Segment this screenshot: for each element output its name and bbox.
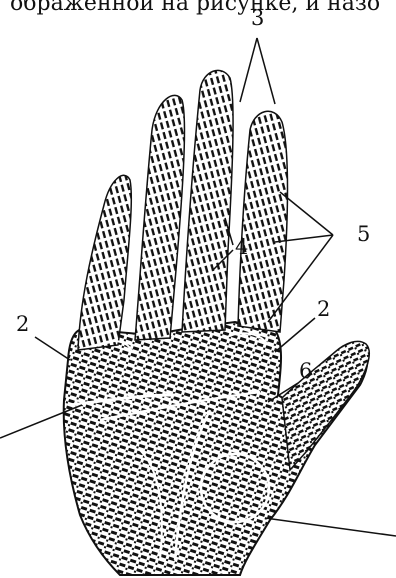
pointer-3-right — [257, 38, 275, 104]
thumb — [282, 341, 369, 470]
pointer-2-left — [35, 337, 70, 360]
finger-index — [238, 111, 288, 332]
palm-body — [64, 322, 368, 575]
pointer-3-left — [240, 38, 257, 102]
label-6: 6 — [299, 359, 312, 383]
label-5: 5 — [357, 222, 370, 246]
finger-little — [78, 175, 131, 350]
palm-print — [64, 70, 370, 575]
label-4: 4 — [235, 235, 248, 259]
pointer-right-edge — [265, 518, 396, 536]
label-3: 3 — [251, 6, 264, 30]
finger-middle — [182, 70, 233, 332]
label-2-right: 2 — [317, 297, 330, 321]
finger-ring — [135, 95, 184, 340]
label-2-left: 2 — [16, 312, 29, 336]
